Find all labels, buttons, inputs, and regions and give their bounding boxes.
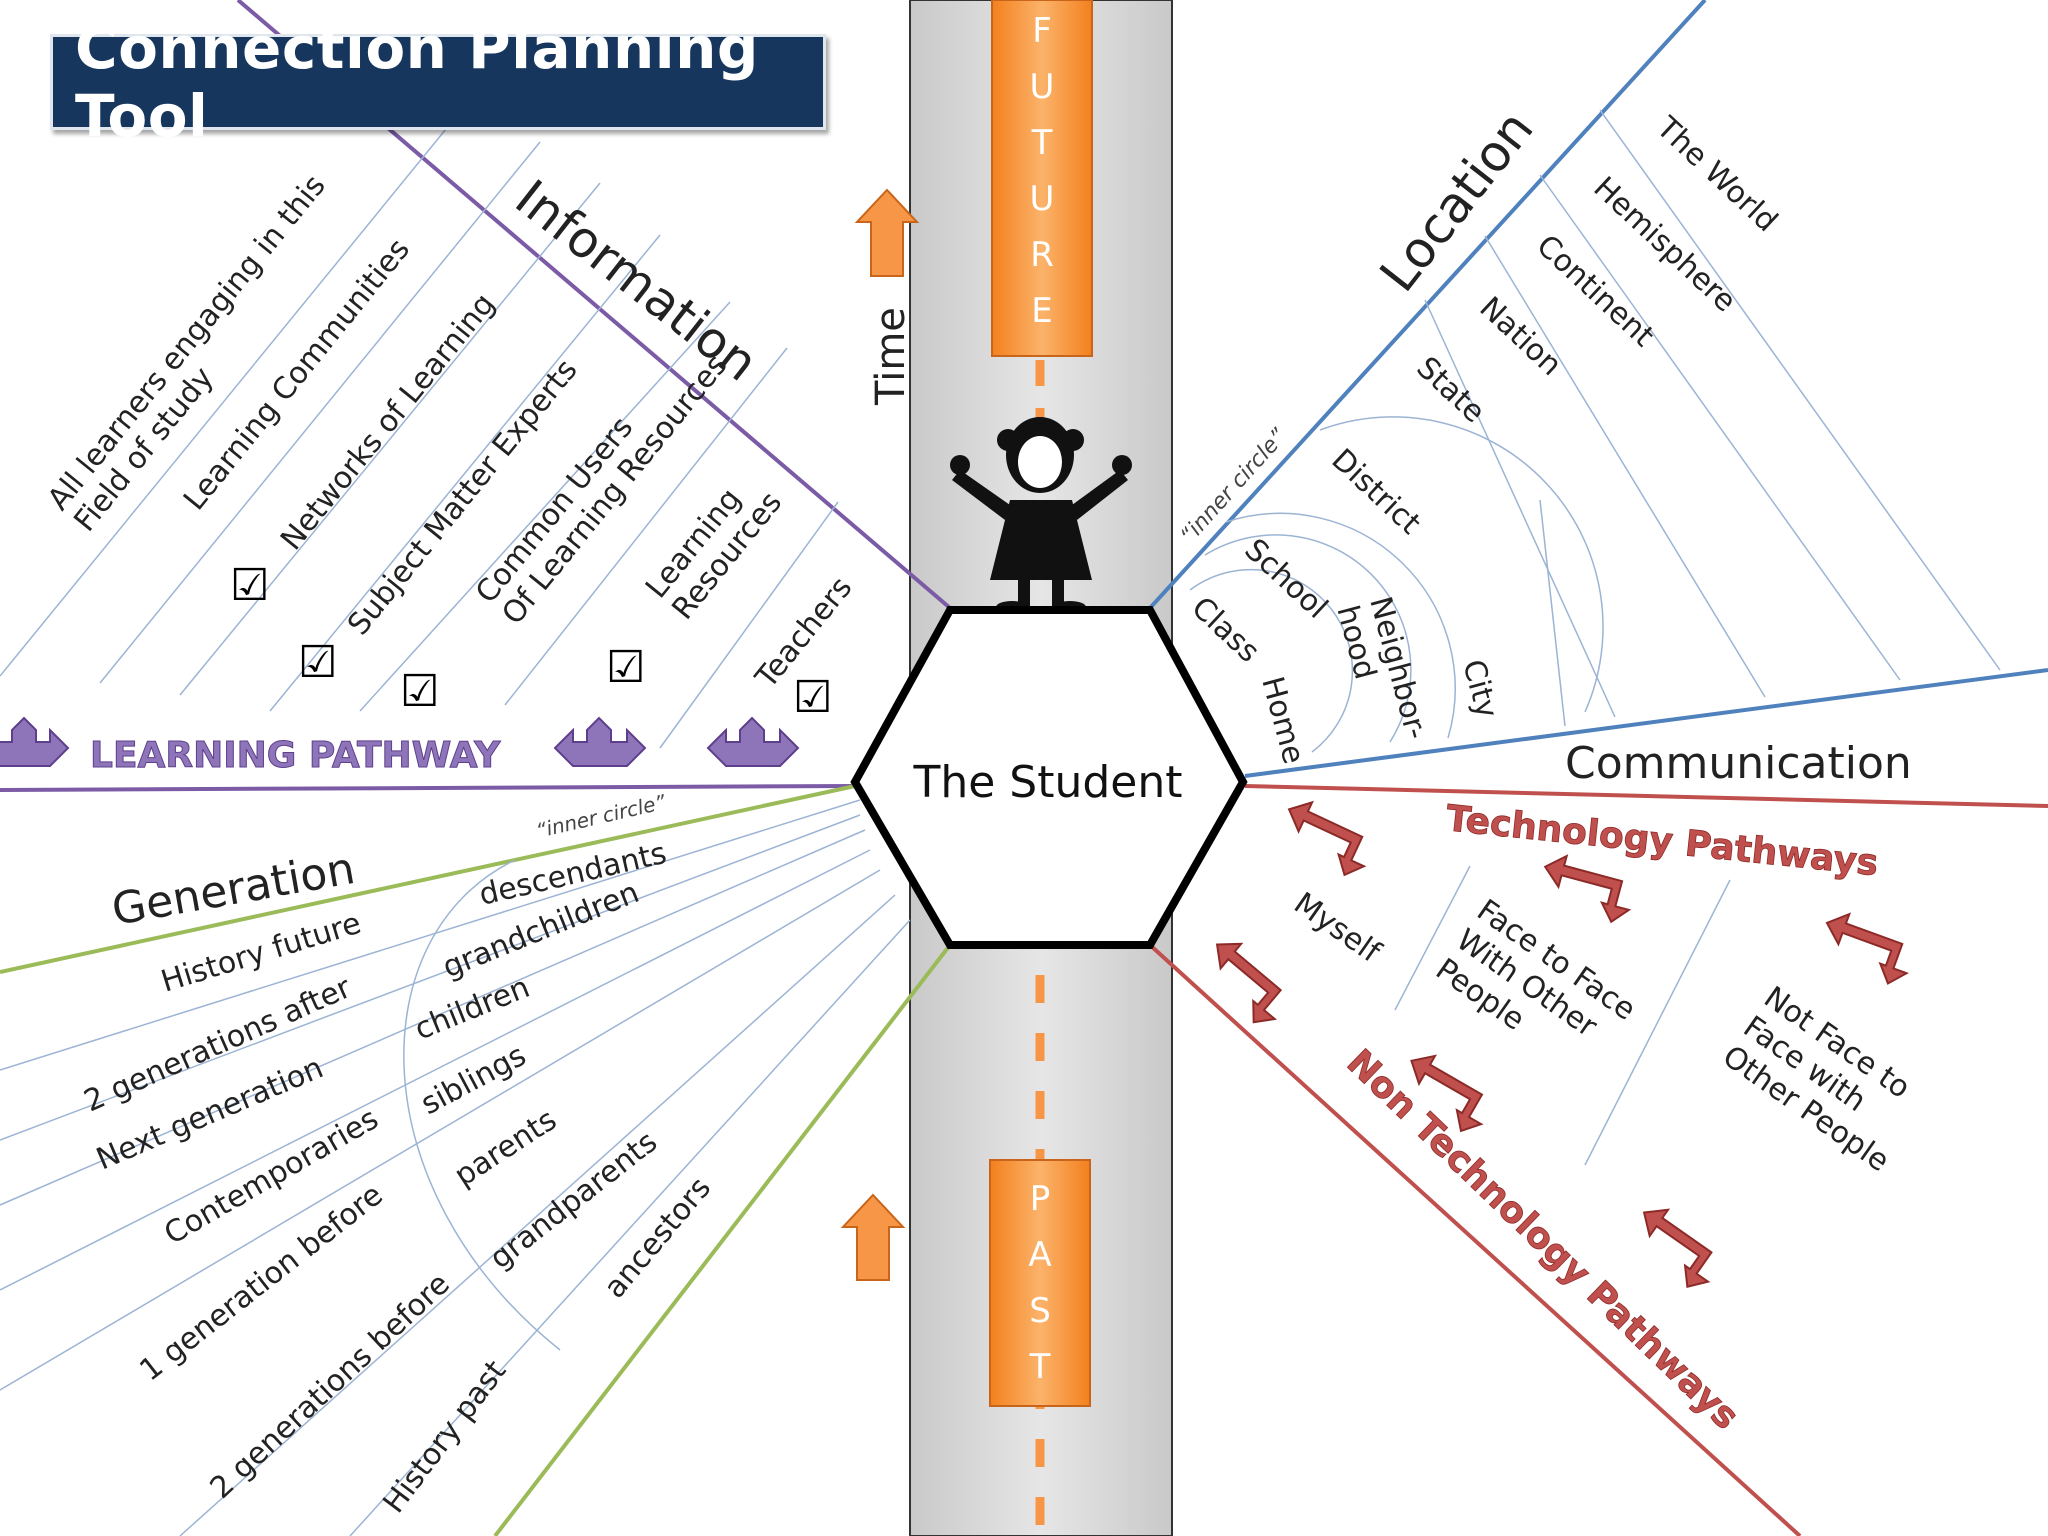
past-arrow-icon (840, 1193, 906, 1281)
information-sector (0, 0, 952, 792)
location-item: Class (1185, 590, 1267, 669)
generation-sector (0, 784, 952, 1536)
generation-item: ancestors (597, 1171, 718, 1305)
communication-item: Not Face toFace withOther People (1716, 980, 1937, 1179)
generation-item: children (410, 970, 535, 1048)
student-hexagon (850, 606, 1248, 949)
location-item: Home (1254, 673, 1311, 768)
red-double-arrow-icon (1642, 1208, 1713, 1289)
page-title: Connection Planning Tool (75, 14, 759, 150)
checkbox-checked-icon: ☑ (400, 666, 439, 717)
location-item: School (1238, 532, 1335, 626)
title-banner: Connection Planning Tool (50, 14, 826, 150)
location-item: The World (1649, 110, 1784, 239)
pathway-arrows (1215, 800, 1909, 1289)
time-label: Time (868, 307, 914, 406)
red-double-arrow-icon (1215, 942, 1283, 1024)
location-item: Nation (1473, 290, 1569, 383)
generation-item: parents (448, 1102, 563, 1193)
communication-label: Communication (1565, 738, 1912, 789)
learning-pathway-label: LEARNING PATHWAY (90, 735, 501, 776)
location-sector (1148, 0, 2048, 778)
student-label: The Student (912, 757, 1182, 808)
pathway-arrow-icon (0, 716, 70, 767)
information-label: Information (505, 169, 769, 393)
future-box (991, 0, 1093, 357)
red-double-arrow-icon (1410, 1054, 1484, 1133)
student-figure-icon (950, 417, 1132, 613)
location-item: Continent (1530, 228, 1661, 354)
red-double-arrow-icon (1825, 912, 1909, 985)
technology-pathways-label: Technology Pathways (1444, 798, 1880, 884)
location-inner-circle: “inner circle” (1176, 424, 1292, 549)
information-item: Learning Communities (177, 232, 417, 517)
past-box (989, 1159, 1091, 1407)
pathway-arrow-icon (553, 716, 647, 767)
generation-inner-circle: “inner circle” (534, 790, 669, 843)
checkbox-checked-icon: ☑ (298, 637, 337, 688)
location-item: District (1325, 442, 1428, 541)
location-item: City (1455, 656, 1504, 722)
generation-item: History past (376, 1354, 513, 1520)
communication-item: Myself (1287, 886, 1387, 971)
future-arrow-icon (854, 188, 920, 277)
learning-pathway: LEARNING PATHWAY (0, 716, 800, 777)
checkbox-checked-icon: ☑ (606, 642, 645, 693)
information-item: LearningResources (639, 464, 789, 626)
communication-item: Face to FaceWith OtherPeople (1429, 893, 1642, 1087)
red-double-arrow-icon (1543, 854, 1632, 924)
communication-sector (1148, 784, 2048, 1536)
pathway-arrow-icon (706, 716, 800, 767)
checkbox-checked-icon: ☑ (230, 560, 269, 611)
location-item: Neighbor-hood (1329, 593, 1433, 752)
red-double-arrow-icon (1287, 800, 1367, 877)
checkbox-checked-icon: ☑ (793, 672, 832, 723)
